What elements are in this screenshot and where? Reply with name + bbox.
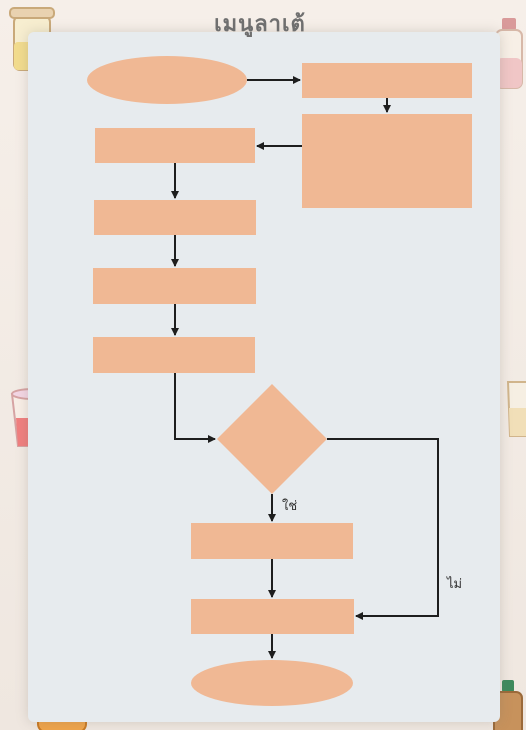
decision-diamond bbox=[217, 384, 327, 494]
connector-arrow bbox=[175, 373, 215, 439]
process-box-3 bbox=[95, 128, 255, 163]
branch-no-label: ไม่ bbox=[446, 576, 462, 592]
process-box-yes bbox=[191, 523, 353, 559]
branch-yes-label: ใช่ bbox=[282, 498, 297, 514]
process-box-2 bbox=[302, 114, 472, 208]
start-terminal bbox=[87, 56, 247, 104]
process-box-1 bbox=[302, 63, 472, 98]
process-box-merge bbox=[191, 599, 354, 634]
end-terminal bbox=[191, 660, 353, 706]
process-box-4 bbox=[94, 200, 256, 235]
process-box-6 bbox=[93, 337, 255, 373]
process-box-5 bbox=[93, 268, 256, 304]
